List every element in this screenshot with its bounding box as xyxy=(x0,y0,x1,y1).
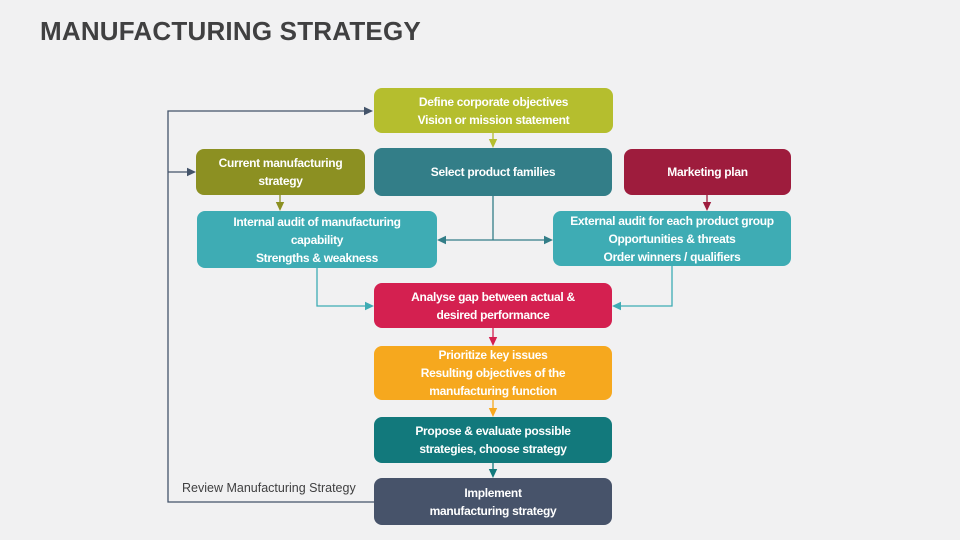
arrowhead-select-to-internal xyxy=(437,235,446,245)
arrowhead-select-to-external xyxy=(544,235,553,245)
arrowhead-external-to-analyse xyxy=(612,301,621,311)
arrowhead-prioritize-to-propose xyxy=(488,408,498,417)
review-manufacturing-strategy-label: Review Manufacturing Strategy xyxy=(182,481,356,495)
arrowhead-current-to-internal xyxy=(275,202,285,211)
connector-external-to-analyse xyxy=(612,266,673,311)
flow-box-internal-audit: Internal audit of manufacturing capabili… xyxy=(197,211,437,268)
connector-propose-to-implement xyxy=(488,463,498,478)
arrowhead-loop-to-define xyxy=(364,106,373,116)
slide-title: MANUFACTURING STRATEGY xyxy=(40,16,421,46)
flow-box-prioritize-key-issues: Prioritize key issues Resulting objectiv… xyxy=(374,346,612,400)
connector-prioritize-to-propose xyxy=(488,400,498,417)
arrowhead-analyse-to-prioritize xyxy=(488,337,498,346)
arrowhead-define-to-select xyxy=(488,139,498,148)
connector-marketing-to-external xyxy=(702,195,712,211)
flow-box-current-manufacturing-strategy: Current manufacturing strategy xyxy=(196,149,365,195)
arrowhead-marketing-to-external xyxy=(702,202,712,211)
flow-box-marketing-plan: Marketing plan xyxy=(624,149,791,195)
arrowhead-loop-to-current xyxy=(187,167,196,177)
flow-box-propose-evaluate-strategies: Propose & evaluate possible strategies, … xyxy=(374,417,612,463)
connector-select-to-audits xyxy=(437,196,553,245)
arrowhead-internal-to-analyse xyxy=(365,301,374,311)
flow-box-select-product-families: Select product families xyxy=(374,148,612,196)
flow-box-define-corporate-objectives: Define corporate objectives Vision or mi… xyxy=(374,88,613,133)
flow-box-implement-strategy: Implement manufacturing strategy xyxy=(374,478,612,525)
flow-box-external-audit: External audit for each product group Op… xyxy=(553,211,791,266)
connector-analyse-to-prioritize xyxy=(488,328,498,346)
arrowhead-propose-to-implement xyxy=(488,469,498,478)
connector-define-to-select xyxy=(488,133,498,148)
connector-internal-to-analyse xyxy=(316,268,374,311)
connector-current-to-internal xyxy=(275,195,285,211)
flow-box-analyse-gap: Analyse gap between actual & desired per… xyxy=(374,283,612,328)
